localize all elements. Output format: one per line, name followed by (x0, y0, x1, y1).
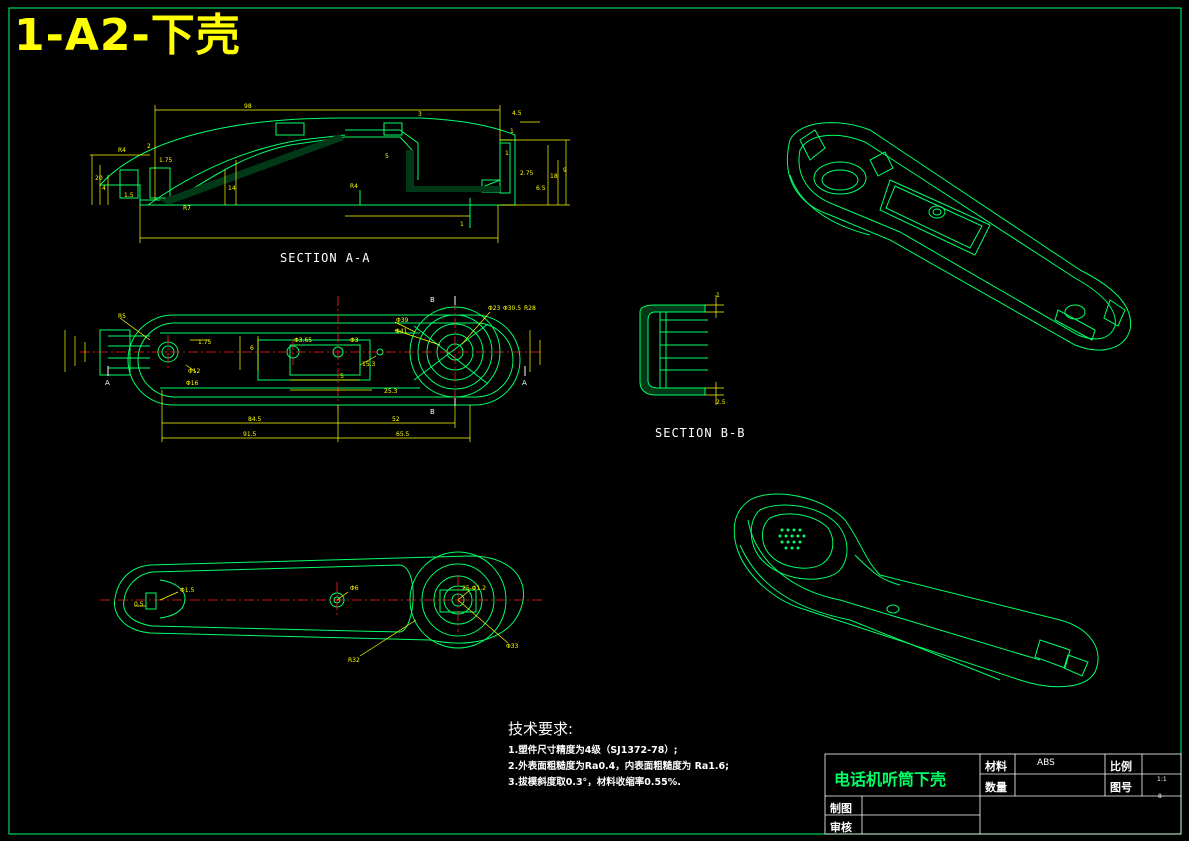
drawing-title: 1-A2-下壳 (14, 10, 241, 61)
top-view-dim-15.3: 15.3 (362, 361, 376, 368)
sheet-border (8, 7, 1182, 835)
top-view-mark-a-right: A (522, 379, 527, 387)
isometric-view-inside (786, 122, 1132, 351)
section-aa-dim-3: 3 (418, 111, 422, 118)
scale-label: 比例 (1110, 760, 1132, 773)
section-aa-dim-1: 1 (510, 128, 514, 135)
section-aa-dim-r4: R4 (118, 147, 126, 154)
section-aa-dim-1.5: 1.5 (124, 192, 134, 199)
top-view-dim-phi30.5: Φ30.5 (503, 305, 521, 312)
top-view-dim-phi39: Φ39 (396, 317, 409, 324)
bottom-view-dim-r32: R32 (348, 657, 360, 664)
bottom-view: Φ6 Φ33 R32 Φ1.5 0.5 25-Φ1.2 (100, 551, 545, 664)
section-aa-dim-2.75: 2.75 (520, 170, 534, 177)
section-aa-dim-2: 2 (147, 143, 151, 150)
top-view-dim-r28: R28 (524, 305, 536, 312)
tech-requirements-heading: 技术要求: (508, 720, 574, 738)
drawing-number-label: 图号 (1110, 781, 1132, 794)
drawn-by-label: 制图 (830, 802, 852, 815)
section-aa-dim-1.75: 1.75 (159, 157, 173, 164)
top-view-dim-1.75: 1.75 (198, 339, 212, 346)
title-block (824, 753, 1182, 835)
checked-by-label: 审核 (830, 821, 852, 834)
section-bb-view: 1 2.5 (639, 292, 726, 406)
material-value: ABS (1037, 758, 1055, 768)
section-aa-dim-98: 98 (244, 103, 252, 110)
section-aa-dim-1b: 1 (505, 150, 509, 157)
bottom-view-dim-25-phi1.2: 25-Φ1.2 (462, 585, 486, 592)
bottom-view-dim-phi33: Φ33 (506, 643, 519, 650)
part-name: 电话机听筒下壳 (834, 770, 947, 789)
drawing-number-value: 8 (1158, 793, 1162, 800)
section-aa-view: 98 4.5 3 1 R4 2 1.75 R7 5 1 2.75 R4 1.5 … (90, 103, 570, 243)
tech-requirement-item: 1.塑件尺寸精度为4级（SJ1372-78）; (508, 745, 678, 756)
top-view-dim-84.5: 84.5 (248, 416, 262, 423)
section-aa-dim-14: 14 (228, 185, 236, 192)
top-view-dim-52: 52 (392, 416, 400, 423)
top-view-dim-25.3: 25.3 (384, 388, 398, 395)
section-aa-dim-4: 4 (102, 185, 106, 192)
top-view-mark-b-bottom: B (430, 408, 435, 416)
quantity-label: 数量 (985, 781, 1007, 794)
top-view-dim-phi12: Φ12 (188, 368, 201, 375)
top-view-dim-phi41: Φ41 (395, 328, 408, 335)
top-view-mark-b-top: B (430, 296, 435, 304)
speaker-holes (778, 528, 806, 550)
section-aa-dim-20: 20 (95, 175, 103, 182)
tech-requirement-item: 3.拔模斜度取0.3°，材料收缩率0.55%. (508, 777, 681, 788)
section-aa-dim-1c: 1 (460, 221, 464, 228)
section-bb-label: SECTION B-B (655, 426, 746, 440)
section-aa-dim-9: 9 (563, 167, 567, 174)
section-aa-dim-6.5: 6.5 (536, 185, 546, 192)
top-view: A A B B R5 1.75 Φ12 Φ16 Φ3.65 Φ3 6 5 Φ39… (64, 296, 541, 442)
material-label: 材料 (985, 760, 1007, 773)
top-view-dim-r5: R5 (118, 313, 126, 320)
section-bb-dim-2.5: 2.5 (716, 399, 726, 406)
top-view-dim-phi16: Φ16 (186, 380, 199, 387)
top-view-dim-phi3: Φ3 (350, 337, 359, 344)
tech-requirement-item: 2.外表面粗糙度为Ra0.4，内表面粗糙度为 Ra1.6; (508, 761, 729, 772)
bottom-view-dim-phi1.5: Φ1.5 (180, 587, 194, 594)
section-bb-dim-1: 1 (716, 292, 720, 299)
section-aa-label: SECTION A-A (280, 251, 371, 265)
top-view-dim-phi23: Φ23 (488, 305, 501, 312)
scale-value: 1:1 (1157, 776, 1167, 783)
top-view-dim-5: 5 (340, 373, 344, 380)
top-view-dim-91.5: 91.5 (243, 431, 257, 438)
isometric-view-outside (733, 493, 1099, 688)
top-view-mark-a-left: A (105, 379, 110, 387)
top-view-dim-65.5: 65.5 (396, 431, 410, 438)
section-aa-dim-5: 5 (385, 153, 389, 160)
section-aa-dim-r7: R7 (183, 205, 191, 212)
top-view-dim-phi3.65: Φ3.65 (294, 337, 312, 344)
technical-requirements: 技术要求: 1.塑件尺寸精度为4级（SJ1372-78）; 2.外表面粗糙度为R… (508, 718, 729, 791)
bottom-view-dim-0.5: 0.5 (134, 601, 144, 608)
bottom-view-dim-phi6: Φ6 (350, 585, 359, 592)
section-aa-dim-r4b: R4 (350, 183, 358, 190)
top-view-dim-6: 6 (250, 345, 254, 352)
section-aa-dim-4.5: 4.5 (512, 110, 522, 117)
section-aa-dim-18: 18 (550, 173, 558, 180)
